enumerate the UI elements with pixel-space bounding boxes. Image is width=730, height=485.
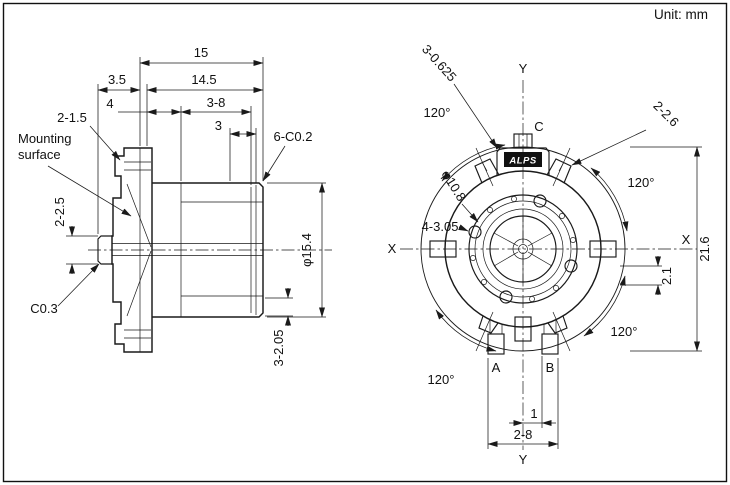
- rivet: [529, 296, 535, 302]
- terminal-c-detail: [518, 134, 528, 148]
- angle-arc: [435, 309, 497, 352]
- alps-logo: ALPS: [508, 156, 537, 167]
- leader-line: [262, 145, 286, 182]
- side-dim-4: 4: [106, 96, 113, 111]
- axis-x-right-label: X: [682, 232, 691, 247]
- ext-line: [180, 106, 252, 185]
- flange-outline: [111, 147, 153, 353]
- hole: [468, 225, 482, 239]
- angle-top-left-label: 120°: [424, 105, 451, 120]
- hole: [499, 290, 513, 304]
- right-side-tab: [589, 240, 617, 258]
- leader-line: [461, 203, 479, 223]
- rotor-spokes: [493, 216, 553, 282]
- center-hole: [518, 244, 528, 254]
- side-dim-2-2-5: 2-2.5: [52, 197, 67, 227]
- angle-arc: [441, 143, 506, 182]
- rivet: [570, 237, 576, 243]
- side-dim-6-c02: 6-C0.2: [273, 129, 312, 144]
- rivet-holes: [470, 196, 576, 302]
- ext-line: [487, 358, 559, 449]
- angle-right-label: 120°: [628, 175, 655, 190]
- ext-line: [267, 182, 326, 318]
- outer-flange-circle: [420, 146, 626, 352]
- angle-arc: [590, 167, 629, 232]
- angle-bottom-left-label: 120°: [428, 372, 455, 387]
- leader-line: [47, 165, 132, 217]
- front-dim-21-6: 21.6: [697, 236, 712, 261]
- cylinder-slot-lines: [181, 201, 263, 297]
- flange-cone-lines: [126, 183, 152, 317]
- angle-bottom-right-label: 120°: [611, 324, 638, 339]
- side-dim-3: 3: [215, 118, 222, 133]
- hole: [564, 259, 578, 273]
- side-dim-15: 15: [194, 45, 208, 60]
- terminal-c-label: C: [534, 119, 543, 134]
- ext-line: [139, 57, 264, 181]
- front-view: Y Y X X: [388, 42, 712, 467]
- unit-label: Unit: mm: [654, 7, 708, 22]
- left-side-tab: [429, 240, 457, 258]
- rivet: [553, 285, 559, 291]
- terminal-a-label: A: [492, 360, 501, 375]
- shaft-stub: [97, 235, 112, 265]
- rivet: [481, 279, 487, 285]
- side-view: 15 3.5 14.5 4 3-8 2-1.5 3 6-C0.2 Mountin…: [18, 45, 332, 366]
- side-dim-3-5: 3.5: [108, 72, 126, 87]
- ring-outer-circle: [468, 194, 578, 304]
- front-dim-4-3-05: 4-3.05: [422, 219, 459, 234]
- alps-logo-box: [504, 152, 542, 167]
- side-dim-14-5: 14.5: [191, 72, 216, 87]
- bottom-tab: [514, 316, 532, 342]
- leader-line: [57, 263, 100, 307]
- mounting-holes: [468, 194, 578, 304]
- rivet: [511, 196, 517, 202]
- body-circle: [444, 170, 602, 328]
- terminal-b-label: B: [546, 360, 555, 375]
- leader-line: [458, 224, 469, 232]
- front-dim-2-8: 2-8: [514, 427, 533, 442]
- side-dim-3-2-05: 3-2.05: [271, 330, 286, 367]
- leader-line: [89, 125, 121, 161]
- rivet: [470, 255, 476, 261]
- angle-arc: [583, 275, 626, 337]
- leader-line: [453, 83, 498, 149]
- side-dim-dia-15-4: φ15.4: [299, 233, 314, 267]
- terminal-b: [541, 333, 559, 355]
- hole: [533, 194, 547, 208]
- bore-lines: [112, 243, 263, 256]
- axis-y-bottom-label: Y: [519, 452, 528, 467]
- mounting-surface-label-1: Mounting: [18, 131, 71, 146]
- cylinder-body: [152, 182, 264, 318]
- inner-circle: [482, 208, 564, 290]
- ring-inner-circle: [474, 200, 572, 298]
- axis-x-left-label: X: [388, 241, 397, 256]
- ext-line: [97, 84, 148, 234]
- side-dim-2-1-5: 2-1.5: [57, 110, 87, 125]
- rivet: [559, 213, 565, 219]
- rivet: [487, 207, 493, 213]
- cylinder-step-lines: [180, 183, 257, 317]
- ext-line: [630, 146, 702, 352]
- flange-detail-lines: [124, 161, 151, 339]
- mounting-surface-label-2: surface: [18, 147, 61, 162]
- leader-line: [571, 129, 647, 166]
- side-dim-c03: C0.3: [30, 301, 57, 316]
- terminal-c: [513, 133, 533, 149]
- front-dim-2-1: 2.1: [659, 267, 674, 285]
- axis-y-top-label: Y: [519, 61, 528, 76]
- side-dim-3-8: 3-8: [207, 95, 226, 110]
- front-dim-1: 1: [530, 406, 537, 421]
